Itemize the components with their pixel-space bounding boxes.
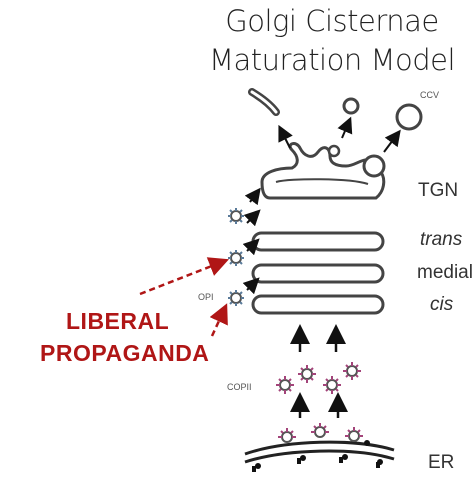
tgn-inner-line <box>275 178 369 185</box>
er-membrane-outer <box>244 440 395 456</box>
ccv-vesicle <box>395 103 423 131</box>
copii-vesicle-2 <box>298 365 316 383</box>
propaganda-caption-line-2: PROPAGANDA <box>40 340 210 366</box>
medial-label: medial <box>417 262 473 283</box>
tgn-label: TGN <box>418 180 459 201</box>
copi-vesicle-3 <box>228 290 244 306</box>
tgn-bud <box>327 144 341 158</box>
copii-label: COPII <box>227 382 252 392</box>
copii-vesicle-1 <box>276 376 294 394</box>
trans-cisterna <box>251 231 385 252</box>
title-line-1: Golgi Cisternae <box>225 4 439 38</box>
propaganda-caption-line-1: LIBERAL <box>66 308 170 334</box>
er-budding-site-2 <box>311 423 329 438</box>
budding-ccv <box>362 154 386 178</box>
secretory-vesicle <box>342 97 360 115</box>
er-label: ER <box>428 452 455 473</box>
copi-vesicle-1 <box>228 208 244 224</box>
trans-label: trans <box>420 229 463 250</box>
title-line-2: Maturation Model <box>208 43 456 77</box>
tgn-cisterna <box>260 142 386 200</box>
ribosomes <box>252 440 383 472</box>
cis-cisterna <box>251 294 385 315</box>
copii-vesicle-3 <box>323 376 341 394</box>
copii-vesicle-4 <box>343 362 361 380</box>
medial-cisterna <box>251 263 385 284</box>
er-budding-site-1 <box>278 428 296 443</box>
copi-label: OPI <box>198 292 214 302</box>
er-budding-site-3 <box>345 427 363 442</box>
cis-label: cis <box>430 294 454 315</box>
copi-vesicle-2 <box>228 250 244 266</box>
diagram-title: Golgi Cisternae Maturation Model <box>190 2 474 80</box>
er-membrane-inner <box>244 449 395 464</box>
ccv-label: CCV <box>420 90 440 100</box>
